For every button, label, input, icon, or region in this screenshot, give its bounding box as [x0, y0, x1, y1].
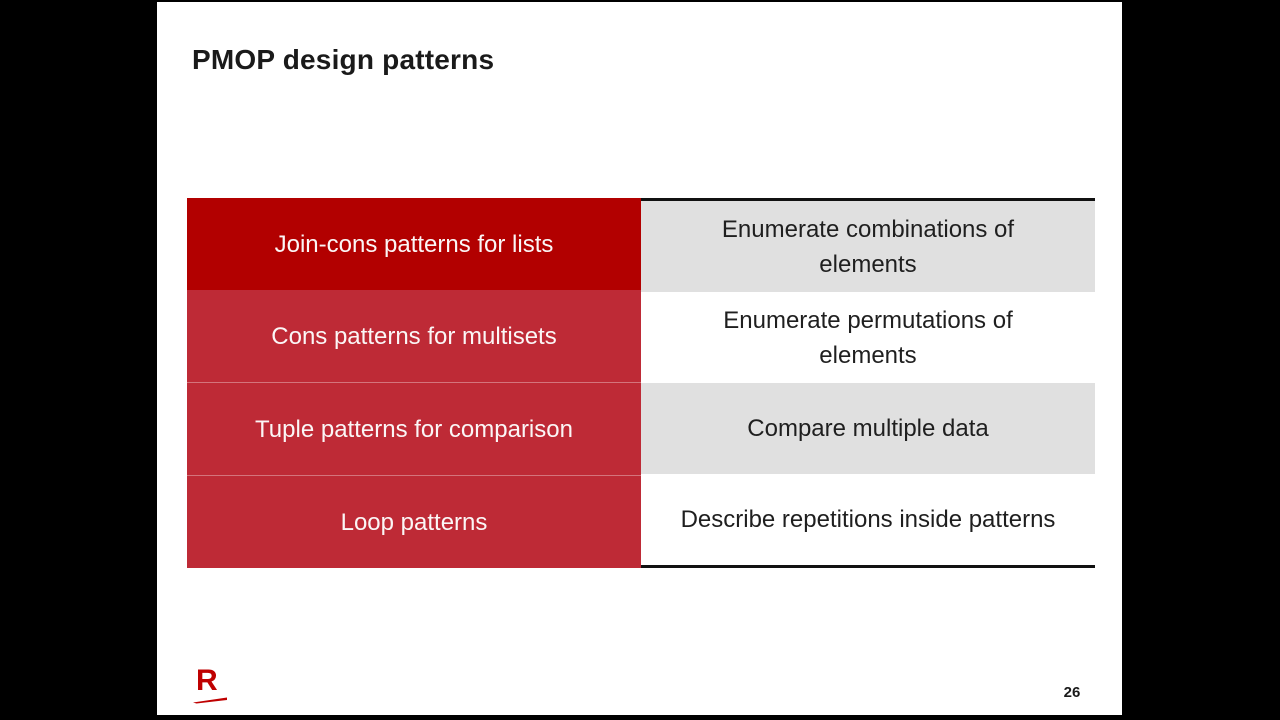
- pattern-name-cell: Loop patterns: [187, 475, 641, 568]
- rakuten-logo: R: [193, 666, 233, 710]
- patterns-table: Join-cons patterns for lists Cons patter…: [187, 198, 1095, 568]
- pattern-description-cell: Enumerate permutations of elements: [641, 292, 1095, 383]
- page-number: 26: [1063, 684, 1081, 701]
- pattern-description-cell: Describe repetitions inside patterns: [641, 474, 1095, 565]
- logo-underline-swoosh: [193, 697, 227, 704]
- pattern-name-cell: Tuple patterns for comparison: [187, 382, 641, 475]
- slide: PMOP design patterns Join-cons patterns …: [157, 2, 1122, 715]
- pattern-description-column: Enumerate combinations of elements Enume…: [641, 198, 1095, 568]
- pattern-name-cell: Cons patterns for multisets: [187, 290, 641, 382]
- pattern-description-cell: Enumerate combinations of elements: [641, 201, 1095, 292]
- pattern-description-cell: Compare multiple data: [641, 383, 1095, 474]
- slide-title: PMOP design patterns: [192, 44, 495, 75]
- pattern-name-cell: Join-cons patterns for lists: [187, 198, 641, 290]
- rakuten-r-glyph: R: [196, 664, 218, 697]
- pattern-name-column: Join-cons patterns for lists Cons patter…: [187, 198, 641, 568]
